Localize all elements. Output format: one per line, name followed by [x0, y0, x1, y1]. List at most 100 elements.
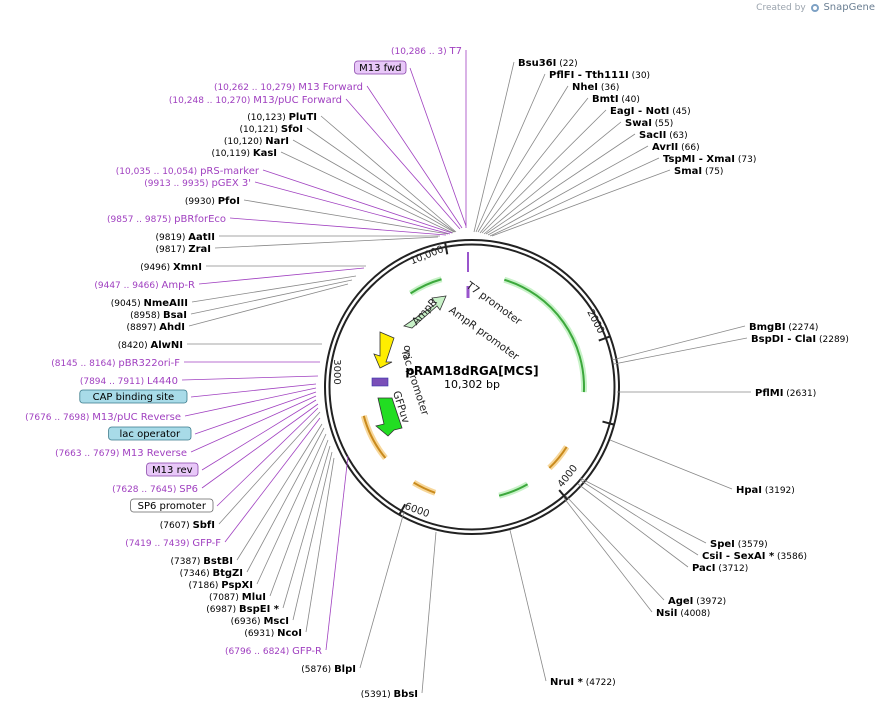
restriction-site-label[interactable]: SmaI (75) — [674, 166, 723, 177]
feature-box[interactable] — [79, 389, 188, 404]
restriction-site-label[interactable]: (8958) BsaI — [130, 310, 187, 321]
primer-label[interactable]: (7663 .. 7679) M13 Reverse — [55, 448, 187, 459]
restriction-site-label[interactable]: (6931) NcoI — [244, 628, 302, 639]
restriction-site-label[interactable]: AvrII (66) — [652, 142, 700, 153]
primer-label[interactable]: (10,262 .. 10,279) M13 Forward — [214, 82, 363, 93]
snapgene-logo-icon — [810, 4, 819, 12]
site-callout-line — [256, 433, 327, 585]
primer-label[interactable]: (8145 .. 8164) pBR322ori-F — [51, 358, 180, 369]
restriction-site-label[interactable]: BmtI (40) — [592, 94, 640, 105]
feature-box-label[interactable]: M13 rev — [152, 465, 193, 476]
primer-label[interactable]: (6796 .. 6824) GFP-R — [225, 646, 322, 657]
feature-box-label[interactable]: lac operator — [120, 429, 181, 440]
primer-label[interactable]: (7628 .. 7645) SP6 — [112, 484, 198, 495]
enzyme-callout-line — [491, 169, 671, 237]
primer-label[interactable]: (9447 .. 9466) Amp-R — [94, 280, 195, 291]
restriction-site-label[interactable]: (7346) BtgZI — [180, 568, 243, 579]
enzyme-callout-line — [579, 479, 699, 556]
primer-label[interactable]: (10,286 .. 3) T7 — [391, 46, 462, 57]
feature-box[interactable] — [130, 498, 214, 513]
feature-box-label[interactable]: SP6 promoter — [138, 501, 207, 512]
primer-label[interactable]: (7676 .. 7698) M13/pUC Reverse — [25, 412, 181, 423]
site-callout-line — [292, 451, 333, 621]
restriction-site-label[interactable]: (6987) BspEI * — [206, 604, 280, 615]
ampr-feature-arrow — [403, 295, 447, 329]
site-callout-line — [421, 531, 437, 694]
restriction-site-label[interactable]: (7607) SbfI — [160, 520, 215, 531]
primer-label[interactable]: (10,248 .. 10,270) M13/pUC Forward — [169, 95, 342, 106]
enzyme-callout-line — [481, 109, 607, 234]
restriction-site-label[interactable]: PflMI (2631) — [755, 388, 816, 399]
site-callout-line — [254, 181, 451, 235]
restriction-site-label[interactable]: SpeI (3579) — [710, 539, 768, 550]
restriction-site-label[interactable]: (5391) BbsI — [361, 689, 418, 700]
restriction-site-label[interactable]: AgeI (3972) — [668, 596, 726, 607]
enzyme-callout-line — [565, 495, 665, 601]
restriction-site-label[interactable]: Bsu36I (22) — [518, 58, 578, 69]
site-callout-line — [201, 399, 317, 471]
feature-box-label[interactable]: CAP binding site — [93, 392, 175, 403]
site-callout-line — [218, 411, 321, 525]
scale-tick — [602, 420, 615, 426]
site-callout-line — [190, 395, 317, 453]
snapgene-watermark: Created by SnapGene — [756, 2, 875, 13]
enzyme-callout-line — [475, 73, 546, 233]
orf-arc-3 — [362, 415, 387, 459]
restriction-site-label[interactable]: NheI (36) — [572, 82, 619, 93]
restriction-site-label[interactable]: PacI (3712) — [692, 563, 748, 574]
plasmid-name: pRAM18dRGA[MCS] — [405, 364, 538, 378]
feature-box[interactable] — [108, 426, 192, 441]
primer-label[interactable]: (9913 .. 9935) pGEX 3' — [144, 178, 251, 189]
restriction-site-label[interactable]: NsiI (4008) — [656, 608, 710, 619]
primer-label[interactable]: (7894 .. 7911) L4440 — [80, 376, 178, 387]
site-callout-line — [214, 236, 439, 249]
primer-label[interactable]: (7419 .. 7439) GFP-F — [125, 538, 221, 549]
restriction-site-label[interactable]: (10,121) SfoI — [239, 124, 303, 135]
site-callout-line — [194, 391, 317, 435]
restriction-site-label[interactable]: BmgBI (2274) — [749, 322, 818, 333]
restriction-site-label[interactable]: (7087) MluI — [209, 592, 266, 603]
restriction-site-label[interactable]: (9819) AatII — [155, 232, 215, 243]
primer-label[interactable]: (9857 .. 9875) pBRforEco — [107, 214, 226, 225]
restriction-site-label[interactable]: PflFI - Tth111I (30) — [549, 70, 650, 81]
restriction-site-label[interactable]: (7387) BstBI — [171, 556, 234, 567]
restriction-site-label[interactable]: BspDI - ClaI (2289) — [751, 334, 849, 345]
restriction-site-label[interactable]: HpaI (3192) — [736, 485, 795, 496]
restriction-site-label[interactable]: (6936) MscI — [231, 616, 289, 627]
feature-arc-large — [504, 278, 585, 393]
restriction-site-label[interactable]: TspMI - XmaI (73) — [663, 154, 756, 165]
backbone-inner-strand — [328, 243, 616, 531]
restriction-site-label[interactable]: SacII (63) — [639, 130, 688, 141]
enzyme-callout-line — [613, 337, 748, 365]
restriction-site-label[interactable]: CsiI - SexAI * (3586) — [702, 551, 807, 562]
restriction-site-label[interactable]: (10,120) NarI — [224, 136, 289, 147]
site-callout-line — [320, 115, 457, 233]
site-callout-line — [190, 279, 353, 315]
restriction-site-label[interactable]: (8897) AhdI — [126, 322, 185, 333]
orf-arc — [548, 446, 568, 469]
restriction-site-label[interactable]: (9045) NmeAIII — [111, 298, 188, 309]
site-callout-line — [345, 98, 461, 230]
backbone-outer-strand — [324, 239, 620, 535]
feature-box[interactable] — [146, 462, 199, 477]
feature-box-label[interactable]: M13 fwd — [359, 63, 401, 74]
feature-box[interactable] — [354, 60, 407, 75]
watermark-prefix: Created by — [756, 3, 806, 13]
enzyme-callout-line — [479, 97, 589, 234]
site-callout-line — [325, 455, 349, 651]
restriction-site-label[interactable]: SwaI (55) — [625, 118, 673, 129]
restriction-site-label[interactable]: EagI - NotI (45) — [610, 106, 691, 117]
site-callout-line — [198, 267, 365, 285]
restriction-site-label[interactable]: (8420) AlwNI — [118, 340, 183, 351]
site-callout-line — [236, 423, 323, 561]
site-callout-line — [190, 383, 317, 398]
primer-label[interactable]: (10,035 .. 10,054) pRS-marker — [116, 166, 260, 177]
restriction-site-label[interactable]: (10,119) KasI — [211, 148, 277, 159]
restriction-site-label[interactable]: (5876) BlpI — [301, 664, 356, 675]
restriction-site-label[interactable]: NruI * (4722) — [550, 677, 616, 688]
restriction-site-label[interactable]: (10,123) PluTI — [247, 112, 317, 123]
restriction-site-label[interactable]: (9930) PfoI — [185, 196, 240, 207]
restriction-site-label[interactable]: (9496) XmnI — [140, 262, 202, 273]
restriction-site-label[interactable]: (7186) PspXI — [189, 580, 254, 591]
restriction-site-label[interactable]: (9817) ZraI — [156, 244, 211, 255]
